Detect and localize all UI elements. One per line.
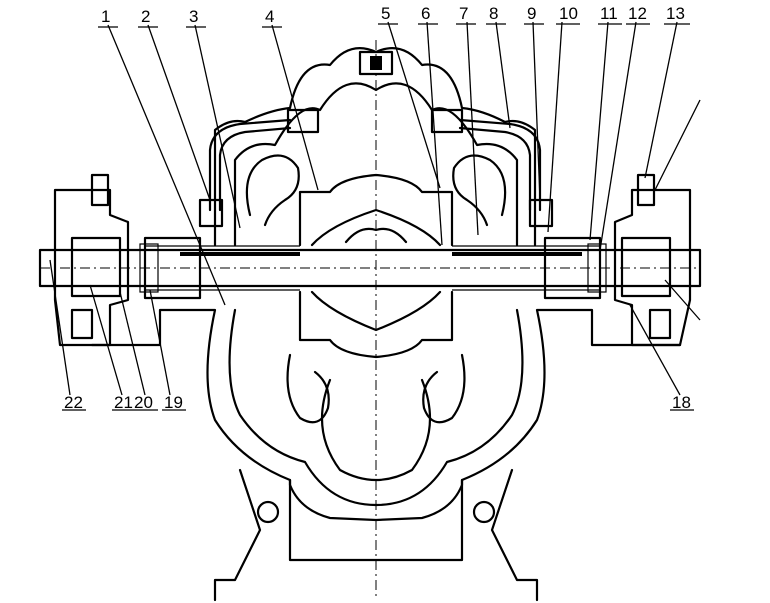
label-1: 1 [101,7,110,26]
leader-22 [49,259,71,396]
label-4: 4 [265,7,274,26]
leader-11 [589,21,609,241]
impeller-vane-lower [310,290,442,332]
label-13: 13 [666,4,685,23]
leader-12 [599,21,637,251]
foot-bolt-left [256,500,280,524]
lower-casing-outline [90,308,682,522]
label-10: 10 [559,4,578,23]
leader-20 [119,291,146,396]
shaft [38,248,702,288]
bearing-left [70,236,122,298]
label-18: 18 [672,393,691,412]
leader-4 [271,24,319,191]
shaft-inner-bar-right [452,252,582,256]
seal-pipe-left [208,118,292,212]
label-8: 8 [489,4,498,23]
label-6: 6 [421,4,430,23]
label-22: 22 [64,393,83,412]
leader-15 [664,279,701,321]
leader-10 [547,21,563,233]
label-underlines [62,23,694,411]
leader-21 [89,284,123,396]
leader-2 [147,24,211,201]
impeller-eye-upper [344,227,408,244]
vent-plug-core [370,56,382,70]
pipe-fitting-right [430,108,464,134]
leader-3 [194,24,241,229]
label-5: 5 [381,4,390,23]
label-20: 20 [134,393,153,412]
bearing-housing-left [53,188,130,347]
impeller-upper [298,173,454,247]
impeller-lower [298,290,454,359]
base-support [213,468,539,602]
impeller-vane-upper [310,208,442,247]
oil-cup-right [648,308,672,340]
label-3: 3 [189,7,198,26]
pipe-connector-right [528,198,554,228]
label-12: 12 [628,4,647,23]
label-19: 19 [164,393,183,412]
stuffing-box-right [543,236,602,300]
bearing-cap-bolt-left [90,173,110,207]
seal-pipe-left-inner [218,126,292,212]
label-11: 11 [600,4,618,23]
seal-pipe-right-inner [458,126,532,212]
gland-right [587,243,607,293]
lower-center-passage [320,378,432,481]
leader-6 [426,21,443,246]
bearing-housing-right [613,188,692,347]
pipe-connector-left [198,198,224,228]
leader-13 [644,21,678,179]
upper-right-volute [452,154,507,227]
leader-5 [387,21,441,189]
label-9: 9 [527,4,536,23]
leader-7 [466,21,479,236]
oil-cup-left [70,308,94,340]
upper-left-volute [245,154,300,227]
seal-pipe-right [458,118,542,212]
pipe-fitting-left [286,108,320,134]
base-frame [288,478,464,562]
lower-casing-inner [228,308,524,507]
gland-left [139,243,159,293]
bearing-right [620,236,672,298]
label-2: 2 [141,7,150,26]
leader-8 [495,21,511,129]
foot-bolt-right [472,500,496,524]
leader-19 [149,289,171,396]
leader-1 [107,24,226,306]
upper-casing-outline [213,47,537,247]
label-7: 7 [459,4,468,23]
label-21: 21 [114,393,133,412]
shaft-inner-bar-left [180,252,300,256]
leader-14 [654,99,701,191]
upper-casing-inner [233,82,519,247]
stuffing-box-left [143,236,202,300]
vent-plug [358,50,394,76]
leader-18 [629,304,681,396]
leader-9 [532,21,541,201]
